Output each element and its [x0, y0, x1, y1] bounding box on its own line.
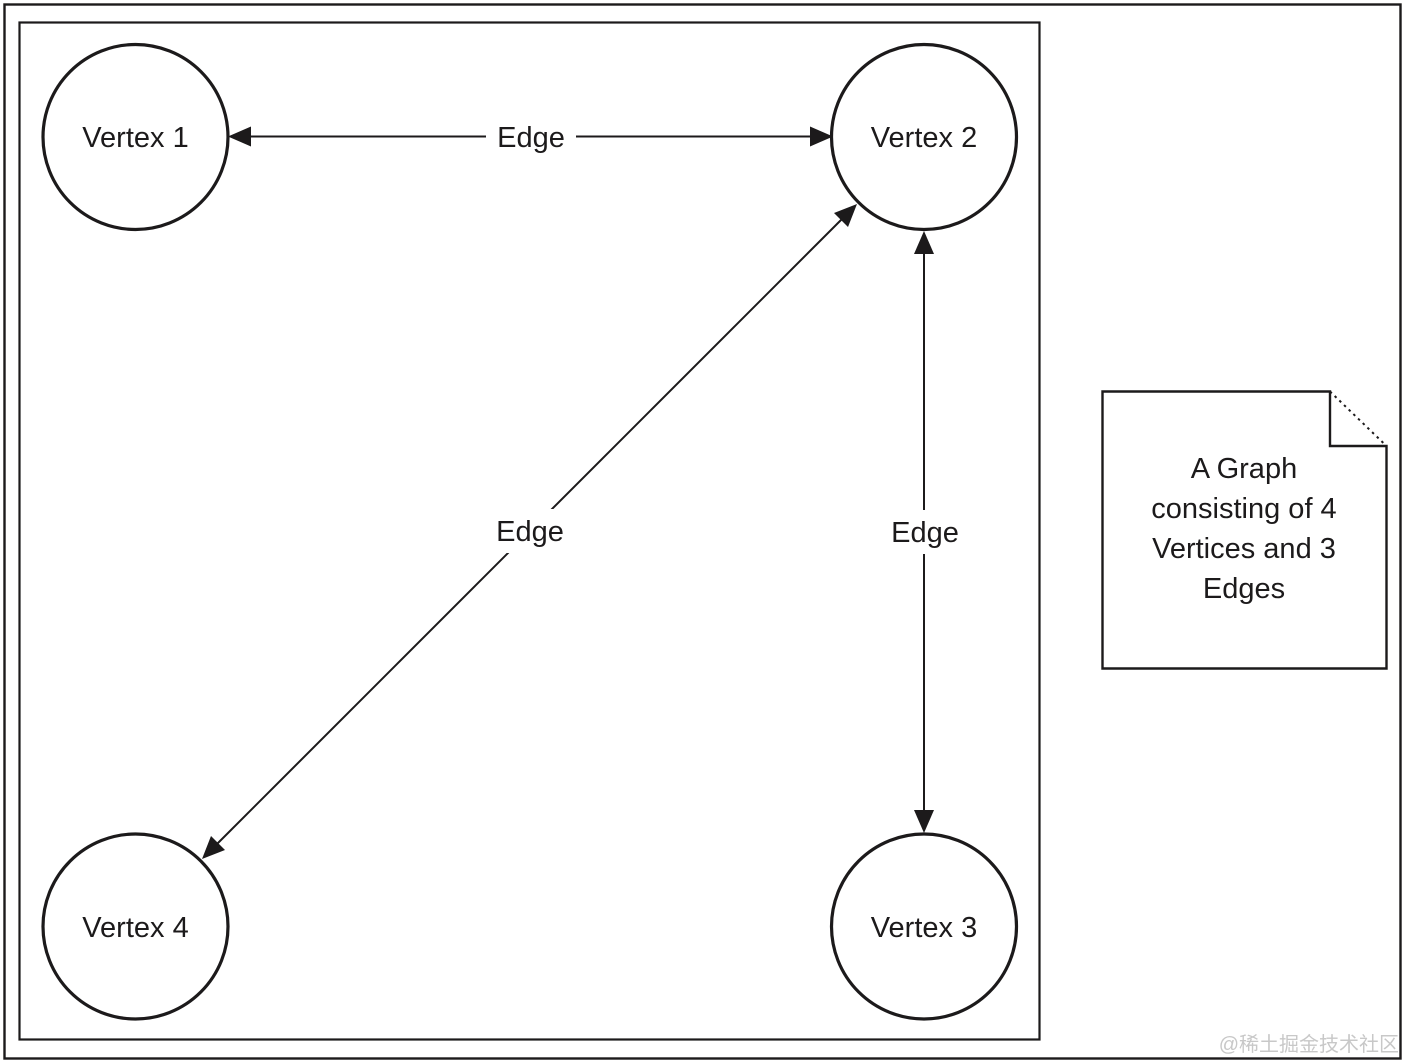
- note-text-line: Vertices and 3: [1152, 533, 1336, 565]
- vertex-2-label: Vertex 2: [871, 122, 977, 154]
- annotation-note: A Graph consisting of 4 Vertices and 3 E…: [1101, 390, 1388, 670]
- arrowhead-left-icon: [228, 126, 251, 147]
- vertex-3-node: [829, 832, 1019, 1021]
- vertex-1-node: [41, 42, 230, 232]
- note-shape: [1101, 390, 1388, 670]
- edge-v2-v4: Edge: [202, 204, 857, 859]
- edge-label: Edge: [497, 122, 565, 154]
- edge-label: Edge: [891, 517, 959, 549]
- vertex-4-node: [41, 832, 230, 1021]
- vertex-4-label: Vertex 4: [82, 912, 188, 944]
- note-text-line: consisting of 4: [1151, 493, 1336, 525]
- vertex-2: Vertex 2: [829, 42, 1019, 232]
- note-text-line: A Graph: [1191, 453, 1297, 485]
- arrowhead-up-icon: [914, 231, 934, 254]
- outer-frame: [3, 3, 1402, 1060]
- arrowhead-right-icon: [810, 126, 833, 147]
- arrowhead-upright-icon: [834, 204, 857, 227]
- vertex-4: Vertex 4: [41, 832, 230, 1021]
- vertex-3: Vertex 3: [829, 832, 1019, 1021]
- arrowhead-down-icon: [914, 810, 934, 833]
- edge-label: Edge: [496, 516, 564, 548]
- edge-v1-v2: Edge: [228, 115, 833, 157]
- note-fold-line: [1329, 390, 1388, 447]
- vertex-1: Vertex 1: [41, 42, 230, 232]
- edge-label-bg: [486, 115, 576, 157]
- edge-label-bg: [880, 510, 970, 554]
- arrowhead-downleft-icon: [202, 836, 225, 859]
- vertex-3-label: Vertex 3: [871, 912, 977, 944]
- watermark: @稀土掘金技术社区: [1219, 1033, 1399, 1056]
- vertex-1-label: Vertex 1: [82, 122, 188, 154]
- vertex-2-node: [829, 42, 1019, 232]
- note-text-line: Edges: [1203, 573, 1285, 605]
- diagram-boundary: [18, 21, 1041, 1041]
- edge-label-bg: [485, 509, 575, 553]
- edge-v2-v3: Edge: [880, 231, 970, 833]
